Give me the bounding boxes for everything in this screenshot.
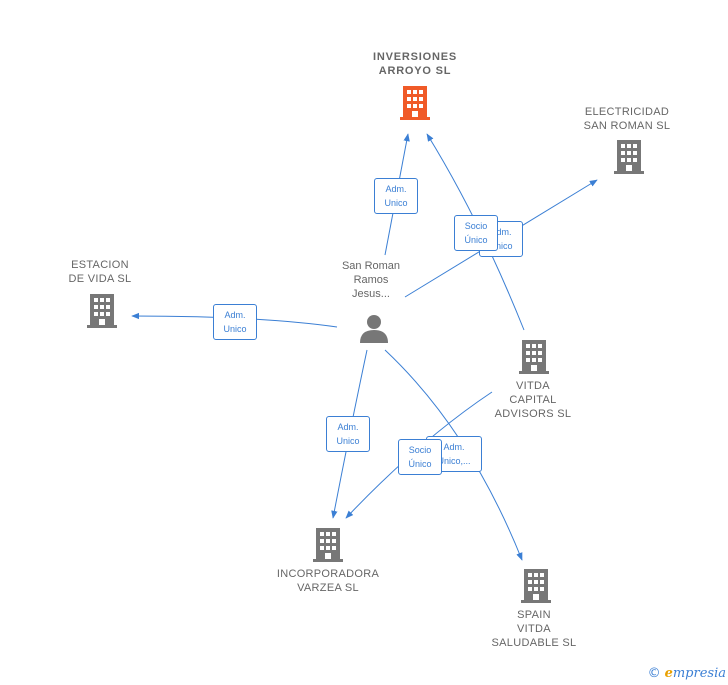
building-icon[interactable]: [519, 340, 549, 374]
empresia-logo: ©empresia: [648, 666, 726, 681]
node-label-estacion-de-vida[interactable]: ESTACION DE VIDA SL: [68, 259, 132, 285]
brand-initial: e: [664, 666, 673, 681]
edge-label-vitda-incorporadora[interactable]: Socio Único: [398, 439, 442, 475]
building-icon[interactable]: [614, 140, 644, 174]
edge-label-person-incorporadora[interactable]: Adm. Unico: [326, 416, 370, 452]
node-label-incorporadora-varzea[interactable]: INCORPORADORA VARZEA SL: [276, 568, 380, 594]
brand-name: mpresia: [672, 666, 726, 681]
edge-label-person-inversiones[interactable]: Adm. Unico: [374, 178, 418, 214]
node-label-inversiones-arroyo[interactable]: INVERSIONES ARROYO SL: [373, 51, 457, 77]
person-icon[interactable]: [359, 313, 389, 343]
edge-label-vitda-inversiones[interactable]: Socio Único: [454, 215, 498, 251]
node-label-person[interactable]: San Roman Ramos Jesus...: [341, 260, 401, 300]
building-icon[interactable]: [313, 528, 343, 562]
building-icon[interactable]: [87, 294, 117, 328]
node-label-electricidad-san-roman[interactable]: ELECTRICIDAD SAN ROMAN SL: [583, 106, 671, 132]
copyright-icon: ©: [647, 666, 661, 681]
edge-label-person-estacion[interactable]: Adm. Unico: [213, 304, 257, 340]
node-label-spain-vitda[interactable]: SPAIN VITDA SALUDABLE SL: [491, 609, 577, 649]
building-icon[interactable]: [400, 86, 430, 120]
node-label-vitda-capital[interactable]: VITDA CAPITAL ADVISORS SL: [494, 380, 572, 420]
building-icon[interactable]: [521, 569, 551, 603]
